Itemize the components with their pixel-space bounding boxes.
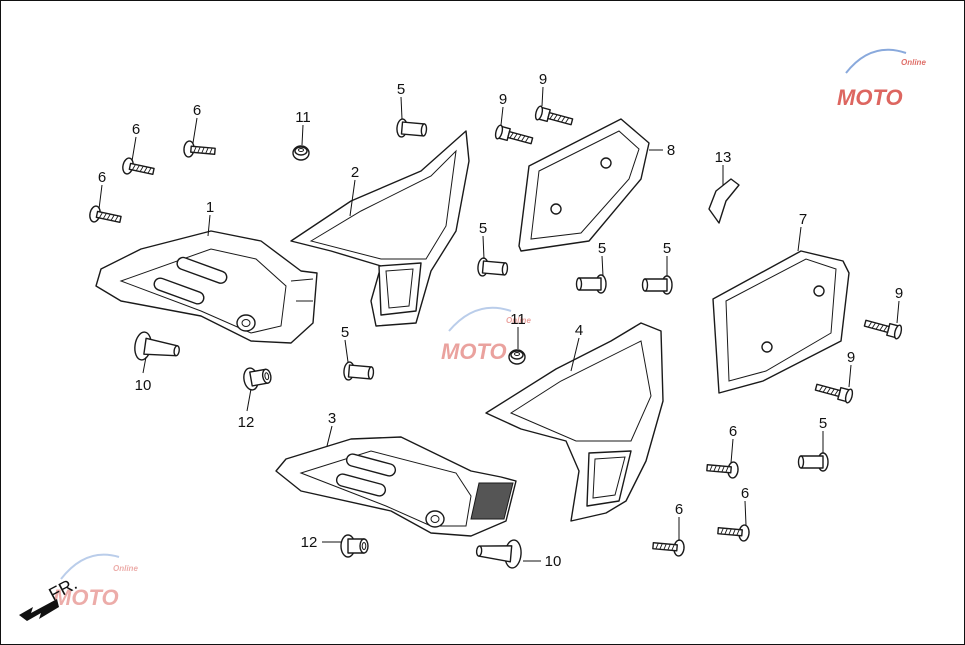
leader-lines — [98, 86, 900, 562]
watermark-brand: MOTO — [53, 585, 119, 610]
callout-2: 2 — [351, 164, 359, 181]
callout-4: 4 — [575, 322, 583, 339]
rivet-10 — [474, 536, 523, 570]
part-1-left-side-cover — [95, 230, 318, 344]
part-4-right-frame-cover — [485, 322, 664, 522]
callout-9: 9 — [499, 91, 507, 108]
callout-13: 13 — [715, 149, 732, 166]
grommet-11 — [292, 145, 310, 161]
callout-5: 5 — [397, 81, 405, 98]
bolt-6 — [716, 522, 751, 543]
callout-12: 12 — [301, 534, 318, 551]
bolt-6 — [120, 156, 156, 180]
part-7-right-panel — [712, 250, 850, 394]
callout-9: 9 — [539, 71, 547, 88]
front-arrow-icon — [19, 599, 59, 621]
moto-watermark-bottom-left: MOTO Online — [53, 553, 138, 610]
callout-6: 6 — [98, 169, 106, 186]
bolt-5 — [575, 274, 607, 294]
watermark-sub: Online — [113, 564, 138, 573]
callout-6: 6 — [193, 102, 201, 119]
collar-12 — [340, 534, 369, 558]
bolt-6 — [182, 139, 217, 160]
moto-watermark-center: MOTO Online — [441, 306, 531, 364]
collar-12 — [241, 363, 274, 392]
callout-6: 6 — [132, 121, 140, 138]
part-13-clip — [708, 178, 740, 224]
callout-10: 10 — [135, 377, 152, 394]
moto-watermark-top-right: MOTO Online — [837, 48, 926, 110]
callout-5: 5 — [663, 240, 671, 257]
watermark-brand: MOTO — [837, 85, 903, 110]
callout-11: 11 — [295, 109, 311, 126]
callout-5: 5 — [598, 240, 606, 257]
part-8-left-panel — [518, 118, 650, 252]
bolt-6 — [705, 459, 740, 480]
bolt-5 — [641, 275, 673, 295]
callout-12: 12 — [238, 414, 255, 431]
callout-8: 8 — [667, 142, 675, 159]
grommet-11 — [508, 349, 526, 365]
part-3-right-side-cover — [275, 436, 517, 537]
bolt-6 — [87, 204, 123, 228]
callout-3: 3 — [328, 410, 336, 427]
bolt-6 — [651, 537, 686, 558]
callout-9: 9 — [895, 285, 903, 302]
callout-11: 11 — [510, 311, 526, 328]
bolt-9 — [533, 104, 575, 130]
callout-6: 6 — [741, 485, 749, 502]
part-2-left-frame-cover — [290, 130, 470, 327]
rivet-10 — [132, 330, 182, 366]
callout-5: 5 — [479, 220, 487, 237]
bolt-5 — [395, 117, 428, 140]
callout-9: 9 — [847, 349, 855, 366]
callout-10: 10 — [545, 553, 562, 570]
bolt-5 — [797, 452, 829, 472]
bolt-5 — [342, 360, 375, 383]
callout-6: 6 — [675, 501, 683, 518]
callout-5: 5 — [819, 415, 827, 432]
callout-7: 7 — [799, 211, 807, 228]
watermark-sub: Online — [506, 316, 531, 325]
callout-6: 6 — [729, 423, 737, 440]
bolt-9 — [493, 123, 535, 149]
callout-5: 5 — [341, 324, 349, 341]
callout-1: 1 — [206, 199, 214, 216]
bolt-9 — [813, 379, 855, 405]
watermark-sub: Online — [901, 58, 926, 67]
watermark-brand: MOTO — [441, 339, 507, 364]
bolt-5 — [476, 256, 509, 279]
